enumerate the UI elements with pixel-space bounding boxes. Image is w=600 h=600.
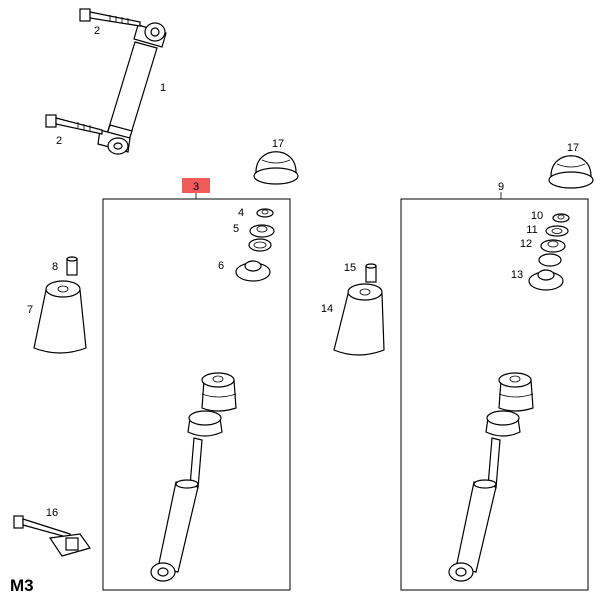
callout-1: 1 (160, 82, 166, 94)
part-8-bump-stop[interactable] (66, 256, 78, 276)
part-10-nut[interactable] (552, 213, 570, 223)
callout-7: 7 (27, 304, 33, 316)
part-2-upper-bolt[interactable] (79, 8, 141, 27)
callout-2-lower: 2 (56, 135, 62, 147)
callout-13: 13 (511, 269, 523, 281)
part-17-cap-left[interactable] (253, 151, 299, 185)
callout-9: 9 (498, 181, 504, 193)
callout-17-left: 17 (272, 138, 284, 150)
part-7-dust-boot[interactable] (33, 280, 87, 354)
diagram-title: M3 (10, 576, 34, 595)
callout-5: 5 (233, 223, 239, 235)
part-1-shock-absorber[interactable] (97, 22, 167, 155)
callout-14: 14 (321, 303, 333, 315)
callout-10: 10 (531, 210, 543, 222)
callout-6: 6 (218, 260, 224, 272)
part-5-washer[interactable] (248, 224, 275, 252)
part-16-bolt-bracket[interactable] (13, 515, 91, 557)
callout-16: 16 (46, 507, 58, 519)
part-12-washer[interactable] (538, 239, 566, 267)
callout-17-right: 17 (567, 142, 579, 154)
callout-12: 12 (520, 238, 532, 250)
callout-8: 8 (52, 261, 58, 273)
part-15-bump-stop[interactable] (365, 263, 377, 283)
callout-2-upper: 2 (94, 25, 100, 37)
callout-3: 3 (193, 181, 199, 193)
kit-9-frame (400, 198, 589, 591)
part-13-mount[interactable] (528, 269, 564, 291)
part-6-mount[interactable] (235, 260, 271, 282)
callout-11: 11 (526, 224, 537, 236)
part-17-cap-right[interactable] (548, 155, 594, 189)
kit-9-shock-absorber[interactable] (448, 372, 534, 582)
callout-4: 4 (238, 207, 244, 219)
part-14-dust-boot[interactable] (333, 283, 385, 356)
part-11-washer[interactable] (545, 225, 569, 237)
kit-3-highlight[interactable] (182, 178, 210, 193)
part-4-nut[interactable] (256, 208, 274, 218)
kit-3-frame (102, 198, 291, 591)
part-2-lower-bolt[interactable] (45, 114, 103, 135)
kit-3-shock-absorber[interactable] (150, 372, 237, 582)
callout-15: 15 (344, 262, 356, 274)
